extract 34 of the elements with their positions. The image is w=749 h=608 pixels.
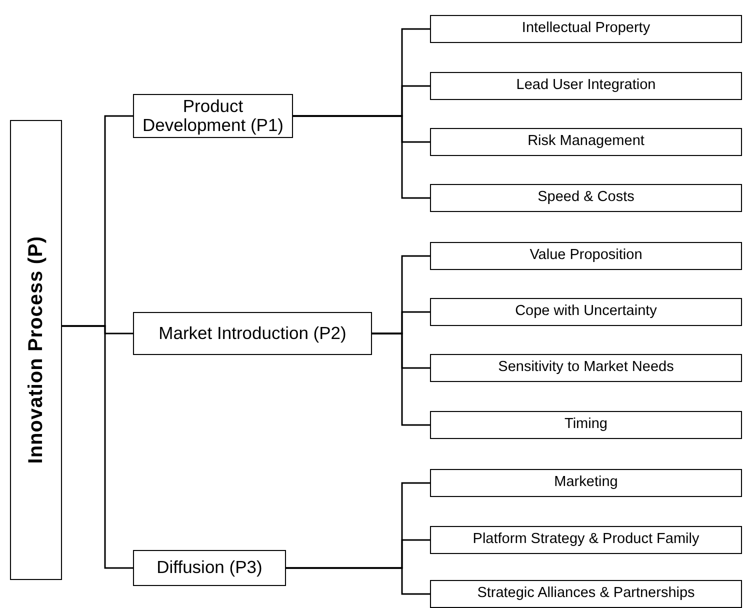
factor-label: Timing: [564, 417, 608, 433]
phase-box: [133, 94, 293, 138]
factor-label: Strategic Alliances & Partnerships: [477, 586, 695, 602]
connector-line: [286, 567, 430, 595]
factor-label: Sensitivity to Market Needs: [498, 360, 674, 376]
factor-label: Risk Management: [528, 134, 644, 150]
factor-label: Speed & Costs: [538, 190, 634, 206]
factor-box: [430, 128, 742, 156]
factor-box: [430, 580, 742, 608]
phase-label: Diffusion (P3): [156, 558, 262, 578]
factor-label: Platform Strategy & Product Family: [472, 532, 700, 548]
factor-box: [430, 184, 742, 212]
factor-box: [430, 354, 742, 382]
connector-line: [62, 325, 133, 569]
factor-box: [430, 242, 742, 270]
phase-box: [133, 550, 286, 586]
factor-box: [430, 15, 742, 43]
factor-label: Marketing: [554, 475, 618, 491]
factor-label: Lead User Integration: [516, 78, 656, 94]
factor-box: [430, 72, 742, 100]
factor-label: Cope with Uncertainty: [515, 304, 657, 320]
root-label: Innovation Process (P): [25, 236, 47, 464]
root-box: [10, 120, 62, 580]
connector-line: [372, 332, 430, 426]
factor-box: [430, 298, 742, 326]
phase-label: Market Introduction (P2): [158, 324, 346, 344]
phase-box: [133, 312, 372, 355]
factor-box: [430, 469, 742, 497]
factor-label: Value Proposition: [530, 248, 642, 264]
connector-line: [293, 115, 430, 199]
factor-box: [430, 411, 742, 439]
factor-label: Intellectual Property: [522, 21, 650, 37]
factor-box: [430, 526, 742, 554]
phase-label: Product Development (P1): [141, 96, 285, 136]
